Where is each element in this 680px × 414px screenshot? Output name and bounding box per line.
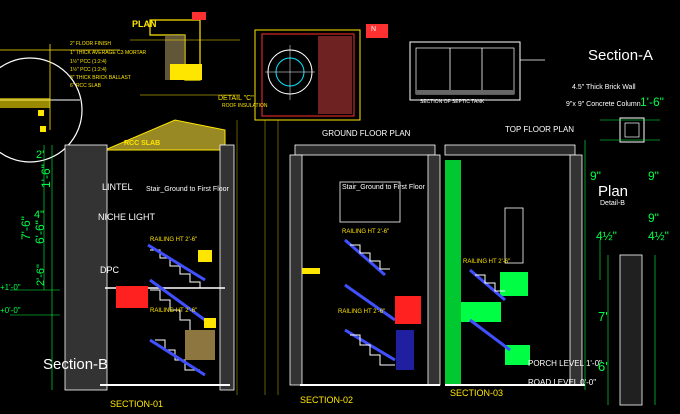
floor-layer-2: 1½" PCC (1:2:4) bbox=[70, 59, 107, 65]
plan-title: PLAN bbox=[132, 19, 157, 29]
dim-6-6: 6'-6" bbox=[33, 220, 47, 244]
dim-6-right: 6' bbox=[598, 359, 608, 374]
stair-note-1: Stair_Ground to First Floor bbox=[146, 186, 229, 193]
section-01-title: SECTION-01 bbox=[110, 399, 164, 409]
section-03-title: SECTION-03 bbox=[450, 388, 504, 398]
dim-2-6: 2'-6" bbox=[35, 264, 47, 286]
section-01 bbox=[64, 119, 235, 391]
top-floor-plan-label: TOP FLOOR PLAN bbox=[505, 125, 575, 134]
slab-label: RCC SLAB bbox=[124, 140, 161, 147]
septic-plan-detail bbox=[254, 24, 388, 121]
dim-1-6-left: 1'-6" bbox=[39, 164, 53, 188]
porch-level-label: PORCH LEVEL 1'-0" bbox=[528, 359, 602, 368]
dim-7-right: 7' bbox=[598, 309, 608, 324]
section-02-title: SECTION-02 bbox=[300, 395, 354, 405]
dim-9-a: 9" bbox=[590, 169, 601, 183]
dim-1-6-right: 1'-6" bbox=[640, 95, 664, 109]
lintel-label: LINTEL bbox=[102, 182, 133, 192]
dim-9-c: 9" bbox=[648, 211, 659, 225]
railing-label-4: RAILING HT 2'-6" bbox=[463, 259, 511, 265]
north-arrow-icon bbox=[366, 24, 388, 38]
grid-lines bbox=[236, 120, 279, 395]
floor-layer-3: 1½" PCC (1:2:4) bbox=[70, 67, 107, 73]
concrete-column-label: 9"x 9" Concrete Column bbox=[566, 101, 641, 108]
septic-section bbox=[409, 41, 545, 101]
brick-wall-label: 4.5" Thick Brick Wall bbox=[572, 84, 636, 91]
railing-label-3: RAILING HT 2'-6" bbox=[338, 309, 386, 315]
floor-layer-4: 3" THICK BRICK BALLAST bbox=[70, 75, 131, 81]
dim-4half-a: 4½" bbox=[596, 229, 617, 243]
railing-label-5: RAILING HT 2'-6" bbox=[150, 308, 198, 314]
railing-label-2: RAILING HT 2'-6" bbox=[342, 229, 390, 235]
stair-note-2: Stair_Ground to First Floor bbox=[342, 184, 425, 191]
section-02 bbox=[289, 144, 441, 386]
roof-insulation-label: ROOF INSULATION bbox=[222, 103, 268, 109]
section-03 bbox=[444, 144, 585, 386]
dimension-lines bbox=[10, 140, 601, 390]
section-a-title: Section-A bbox=[588, 47, 654, 64]
plan-right-title: Plan bbox=[598, 183, 629, 200]
dim-4: 4" bbox=[34, 209, 45, 221]
floor-layer-5: 6" RCC SLAB bbox=[70, 83, 101, 89]
railing-label-1: RAILING HT 2'-6" bbox=[150, 237, 198, 243]
section-b-title: Section-B bbox=[43, 356, 109, 373]
dim-plus-0-0: +0'-0" bbox=[0, 306, 21, 315]
dim-7-6: 7'-6" bbox=[19, 216, 33, 240]
right-wall-strip bbox=[607, 254, 656, 406]
dim-4half-b: 4½" bbox=[648, 229, 669, 243]
ground-floor-plan-label: GROUND FLOOR PLAN bbox=[322, 129, 411, 138]
niche-light-label: NICHE LIGHT bbox=[98, 212, 156, 222]
dim-plus-1-0: +1'-0" bbox=[0, 283, 21, 292]
floor-layers-detail bbox=[0, 44, 120, 163]
floor-layer-1: 1" THICK AVERAGE C3 MORTAR bbox=[70, 50, 147, 56]
column-detail bbox=[600, 117, 660, 143]
dpc-label: DPC bbox=[100, 265, 120, 275]
plan-detail bbox=[130, 12, 240, 96]
dim-2: 2' bbox=[36, 149, 45, 161]
road-level-label: ROAD LEVEL 0'-0" bbox=[528, 378, 597, 387]
floor-layer-0: 2" FLOOR FINISH bbox=[70, 41, 111, 47]
detail-b-label: Detail-B bbox=[600, 200, 625, 207]
dim-9-b: 9" bbox=[648, 169, 659, 183]
detail-c-label: DETAIL "C" bbox=[218, 95, 254, 102]
septic-section-label: SECTION OF SEPTIC TANK bbox=[420, 99, 485, 105]
north-label: N bbox=[371, 26, 377, 33]
